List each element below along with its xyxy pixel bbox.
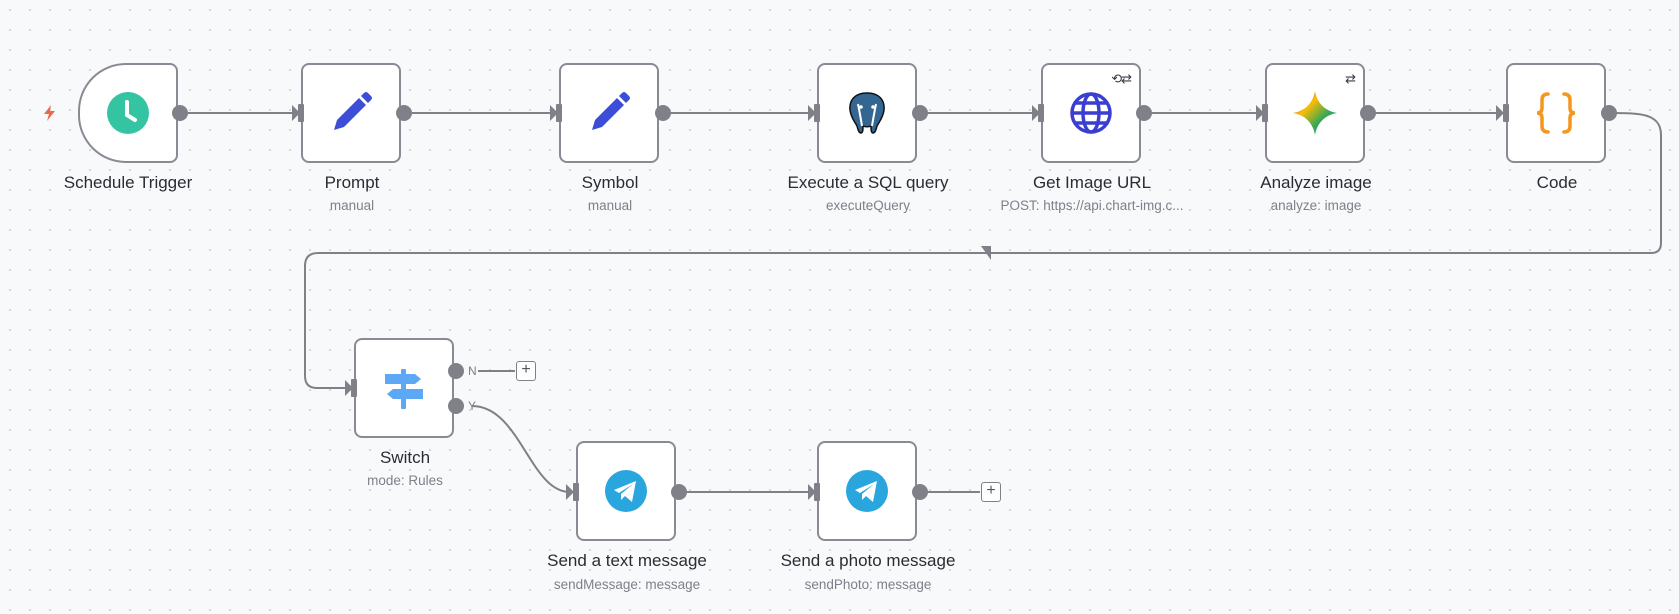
output-handle[interactable]: [671, 484, 687, 500]
node-analyze-image[interactable]: ⇄: [1265, 63, 1365, 163]
globe-icon: [1063, 85, 1119, 141]
node-send-text-message[interactable]: [576, 441, 676, 541]
output-handle[interactable]: [912, 105, 928, 121]
input-handle[interactable]: [814, 104, 820, 122]
edge-switch-yes-sendtext: [471, 405, 571, 493]
add-node-button[interactable]: +: [981, 482, 1001, 502]
edge-code-switch: [304, 112, 1662, 389]
node-schedule-trigger[interactable]: [78, 63, 178, 163]
output-handle[interactable]: [172, 105, 188, 121]
node-label: Send a text message: [547, 551, 707, 570]
node-code[interactable]: [1506, 63, 1606, 163]
node-label: Schedule Trigger: [63, 173, 193, 192]
clock-icon: [100, 85, 156, 141]
output-handle[interactable]: [1360, 105, 1376, 121]
input-handle[interactable]: [556, 104, 562, 122]
node-symbol[interactable]: [559, 63, 659, 163]
node-prompt[interactable]: [301, 63, 401, 163]
node-label: Analyze image: [1260, 173, 1372, 192]
telegram-icon: [598, 463, 654, 519]
node-switch[interactable]: [354, 338, 454, 438]
input-handle[interactable]: [1503, 104, 1509, 122]
node-label: Code: [1536, 173, 1578, 192]
node-label: Get Image URL: [1032, 173, 1152, 192]
retry-loop-icon: ⟲⇄: [1111, 71, 1132, 86]
trigger-bolt-icon: [44, 105, 55, 121]
input-handle[interactable]: [298, 104, 304, 122]
output-handle[interactable]: [1136, 105, 1152, 121]
arrow-head: [292, 105, 300, 121]
node-label: Execute a SQL query: [787, 173, 949, 192]
input-handle[interactable]: [351, 379, 357, 397]
arrow-head: [566, 484, 574, 500]
input-handle[interactable]: [1038, 104, 1044, 122]
arrow-head: [345, 380, 353, 396]
add-node-button[interactable]: +: [516, 361, 536, 381]
branch-label-yes: Y: [468, 399, 477, 413]
pencil-icon: [323, 85, 379, 141]
node-send-photo-message[interactable]: [817, 441, 917, 541]
output-handle[interactable]: [396, 105, 412, 121]
output-handle-no[interactable]: [448, 363, 464, 379]
telegram-icon: [839, 463, 895, 519]
arrow-head: [1032, 105, 1040, 121]
node-label: Prompt: [324, 173, 380, 192]
curly-braces-icon: [1528, 85, 1584, 141]
node-subtitle: POST: https://api.chart-img.c...: [1000, 198, 1184, 213]
branch-label-no: N: [468, 364, 477, 378]
gemini-star-icon: [1287, 85, 1343, 141]
arrow-head: [550, 105, 558, 121]
arrow-head: [808, 105, 816, 121]
postgres-elephant-icon: [839, 85, 895, 141]
output-handle[interactable]: [1601, 105, 1617, 121]
arrow-head: [981, 246, 991, 260]
arrow-head: [1496, 105, 1504, 121]
node-execute-sql-query[interactable]: [817, 63, 917, 163]
signpost-icon: [376, 360, 432, 416]
arrow-head: [1256, 105, 1264, 121]
input-handle[interactable]: [1262, 104, 1268, 122]
pencil-icon: [581, 85, 637, 141]
output-handle[interactable]: [655, 105, 671, 121]
output-handle[interactable]: [912, 484, 928, 500]
input-handle[interactable]: [573, 483, 579, 501]
node-label: Switch: [379, 448, 431, 467]
node-label: Symbol: [581, 173, 639, 192]
output-handle-yes[interactable]: [448, 398, 464, 414]
retry-icon: ⇄: [1345, 71, 1356, 86]
node-subtitle: manual: [587, 198, 633, 213]
node-subtitle: sendPhoto: message: [804, 577, 932, 592]
node-label: Send a photo message: [780, 551, 956, 570]
node-get-image-url[interactable]: ⟲⇄: [1041, 63, 1141, 163]
node-subtitle: sendMessage: message: [553, 577, 701, 592]
input-handle[interactable]: [814, 483, 820, 501]
arrow-head: [808, 484, 816, 500]
node-subtitle: analyze: image: [1270, 198, 1362, 213]
node-subtitle: mode: Rules: [367, 473, 443, 488]
node-subtitle: executeQuery: [825, 198, 911, 213]
node-subtitle: manual: [329, 198, 375, 213]
